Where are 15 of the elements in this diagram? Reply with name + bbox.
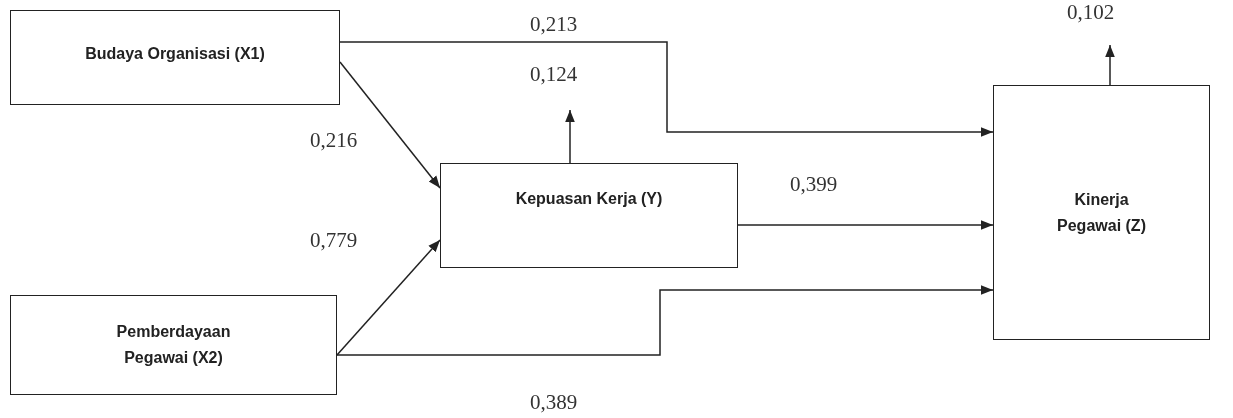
variable-box bbox=[993, 85, 1210, 340]
variable-box bbox=[10, 295, 337, 395]
variable-name: Pemberdayaan Pegawai (X2) bbox=[115, 322, 232, 368]
arrow bbox=[565, 109, 575, 164]
arrow bbox=[336, 239, 441, 356]
variable-name: Kinerja Pegawai (Z) bbox=[1056, 189, 1147, 236]
arrow bbox=[339, 41, 994, 137]
variable-box bbox=[10, 10, 340, 105]
arrow bbox=[336, 285, 994, 356]
variable-name: Budaya Organisasi (X1) bbox=[85, 44, 265, 64]
arrow bbox=[339, 61, 441, 189]
arrow bbox=[737, 220, 994, 230]
variable-name: Kepuasan Kerja (Y) bbox=[515, 189, 663, 209]
variable-box bbox=[440, 163, 738, 268]
arrow bbox=[1105, 44, 1115, 86]
